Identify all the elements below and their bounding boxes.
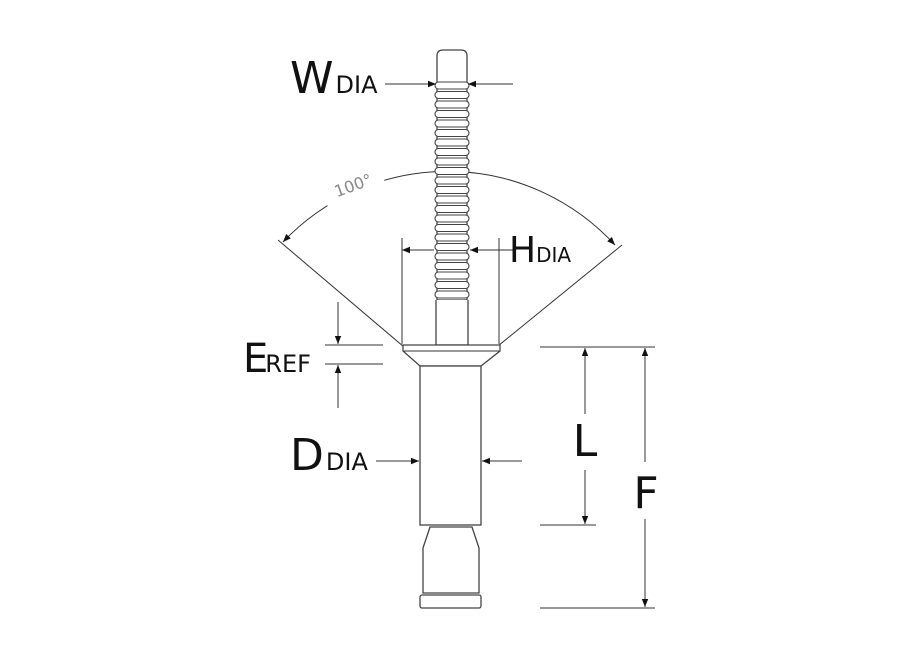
d-sub-label: DIA [326, 448, 369, 476]
groove [434, 147, 470, 157]
h-dimension: HDIA [401, 230, 571, 344]
w-dimension: WDIA [290, 53, 513, 104]
groove [434, 271, 470, 280]
groove [434, 242, 470, 252]
svg-text:HDIA: HDIA [509, 230, 571, 271]
svg-text:WDIA: WDIA [290, 53, 378, 104]
groove [434, 261, 470, 271]
groove [434, 214, 470, 223]
groove [434, 138, 470, 147]
e-dimension: EREF [243, 302, 383, 408]
l-label: L [573, 416, 598, 467]
groove [434, 280, 470, 290]
groove [434, 204, 470, 214]
groove [434, 195, 470, 204]
groove [434, 252, 470, 261]
groove [434, 157, 470, 166]
groove [434, 100, 470, 109]
groove [434, 185, 470, 195]
e-sub-label: REF [265, 350, 311, 378]
f-label: F [633, 468, 658, 519]
d-dimension: DDIA [290, 430, 522, 481]
w-sub-label: DIA [336, 71, 379, 99]
groove [434, 223, 470, 233]
groove [434, 290, 470, 299]
groove [434, 119, 470, 128]
h-label: H [509, 230, 536, 271]
d-label: D [290, 430, 324, 481]
groove [434, 90, 470, 100]
svg-text:DDIA: DDIA [290, 430, 368, 481]
groove [434, 233, 470, 242]
e-label: E [243, 336, 268, 382]
rivet-body [402, 344, 501, 609]
svg-text:EREF: EREF [243, 336, 311, 382]
groove [434, 166, 470, 176]
groove [434, 81, 470, 90]
h-sub-label: DIA [536, 243, 571, 267]
groove [434, 128, 470, 138]
groove [434, 176, 470, 185]
mandrel-grooves [434, 81, 470, 299]
groove [434, 109, 470, 119]
mandrel [434, 49, 470, 346]
w-label: W [290, 53, 334, 104]
l-f-dimensions: L F [540, 346, 659, 609]
